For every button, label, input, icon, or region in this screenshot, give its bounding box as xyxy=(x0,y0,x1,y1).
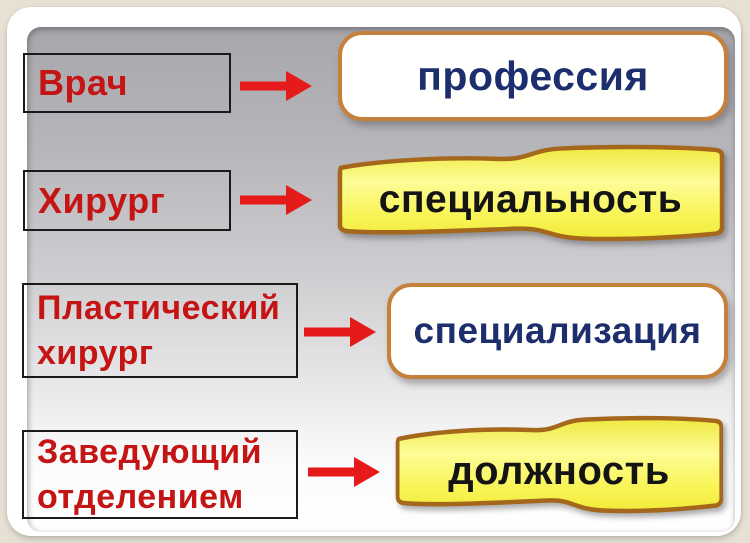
term-label: Хирург xyxy=(38,179,166,221)
term-box-plastic-surgeon: Пластический хирург xyxy=(22,283,298,378)
category-label: должность xyxy=(448,448,670,493)
term-box-khirurg: Хирург xyxy=(23,170,231,231)
term-label: Врач xyxy=(38,62,129,104)
term-box-department-head: Заведующий отделением xyxy=(22,430,298,519)
category-label: специальность xyxy=(378,177,683,221)
arrow-right-icon xyxy=(240,185,312,215)
category-shape-specialization: специализация xyxy=(387,283,728,379)
wave-banner-icon xyxy=(395,415,724,514)
term-label: Заведующий отделением xyxy=(37,432,263,516)
category-shape-position: должность xyxy=(390,413,728,517)
category-shape-profession: профессия xyxy=(338,31,728,121)
term-box-vrach: Врач xyxy=(23,53,231,113)
term-label: Пластический хирург xyxy=(37,288,281,372)
arrow-right-icon xyxy=(304,317,376,347)
category-label: специализация xyxy=(413,310,702,351)
arrow-right-icon xyxy=(240,71,312,101)
category-shape-specialty: специальность xyxy=(331,142,730,245)
arrow-right-icon xyxy=(308,457,380,487)
wave-banner-icon xyxy=(337,144,725,242)
category-label: профессия xyxy=(417,52,649,99)
